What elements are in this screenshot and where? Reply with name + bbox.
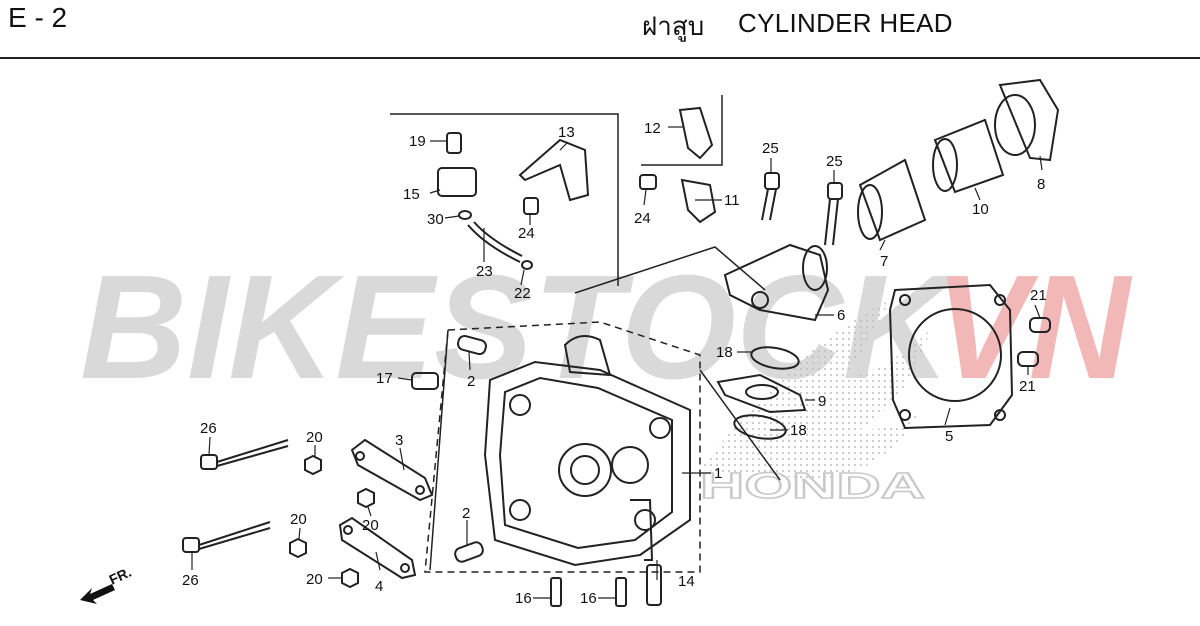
callout-21-lower: 21 — [1019, 378, 1036, 395]
title-english: CYLINDER HEAD — [738, 8, 953, 38]
callout-19: 19 — [409, 133, 426, 150]
honda-logo-text: HONDA — [700, 465, 925, 506]
callout-26-lower: 26 — [182, 572, 199, 589]
callout-6: 6 — [837, 307, 845, 324]
callout-7: 7 — [880, 253, 888, 270]
part-brackets — [678, 106, 717, 224]
header-divider — [0, 57, 1200, 59]
callout-18-lower: 18 — [790, 422, 807, 439]
callout-16-left: 16 — [515, 590, 532, 607]
callout-16-right: 16 — [580, 590, 597, 607]
callout-25-left: 25 — [762, 140, 779, 157]
callout-25-right: 25 — [826, 153, 843, 170]
part-dowel-pins — [454, 334, 487, 563]
callout-20-b: 20 — [362, 517, 379, 534]
part-orings-insulator — [716, 346, 807, 440]
part-intake-pipe — [723, 243, 830, 322]
leader-lines — [191, 126, 1043, 599]
callout-2-upper: 2 — [467, 373, 475, 390]
watermark-suffix: VN — [935, 245, 1133, 410]
front-direction-label: FR. — [107, 564, 134, 588]
callout-12: 12 — [644, 120, 661, 137]
callout-22: 22 — [514, 285, 531, 302]
part-long-bolts — [182, 439, 289, 553]
callout-3: 3 — [395, 432, 403, 449]
callout-5: 5 — [945, 428, 953, 445]
callout-20-d: 20 — [306, 571, 323, 588]
page-code: E - 2 — [8, 2, 68, 33]
watermark: BIKESTOCK VN — [80, 245, 1133, 410]
callout-9: 9 — [818, 393, 826, 410]
callout-labels: 1 2 2 3 4 5 6 7 8 9 10 11 12 13 14 15 16… — [182, 120, 1047, 607]
callout-18-upper: 18 — [716, 344, 733, 361]
group-outlines — [390, 95, 781, 573]
callout-24-sensor: 24 — [518, 225, 535, 242]
part-sensor-group — [437, 132, 657, 270]
callout-8: 8 — [1037, 176, 1045, 193]
callout-1: 1 — [714, 465, 722, 482]
callout-24-bracket: 24 — [634, 210, 651, 227]
callout-15: 15 — [403, 186, 420, 203]
callout-13: 13 — [558, 124, 575, 141]
part-plates — [338, 438, 434, 580]
callout-2-lower: 2 — [462, 505, 470, 522]
callout-21-upper: 21 — [1030, 287, 1047, 304]
callout-11: 11 — [724, 192, 740, 209]
part-intake-joints — [857, 78, 1060, 242]
callout-20-c: 20 — [290, 511, 307, 528]
callout-10: 10 — [972, 201, 989, 218]
part-nuts — [289, 454, 375, 589]
front-direction-arrow: FR. — [80, 564, 134, 604]
callout-17: 17 — [376, 370, 393, 387]
part-cylinder-head — [483, 335, 691, 567]
part-small-fasteners — [411, 372, 662, 607]
callout-14: 14 — [678, 573, 695, 590]
callout-20-a: 20 — [306, 429, 323, 446]
callout-30: 30 — [427, 211, 444, 228]
callout-4: 4 — [375, 578, 383, 595]
callout-26-upper: 26 — [200, 420, 217, 437]
title-thai: ฝาสูบ — [642, 11, 705, 41]
part-bolts-25 — [761, 172, 843, 246]
honda-wing-logo: HONDA — [699, 300, 930, 507]
callout-23: 23 — [476, 263, 493, 280]
